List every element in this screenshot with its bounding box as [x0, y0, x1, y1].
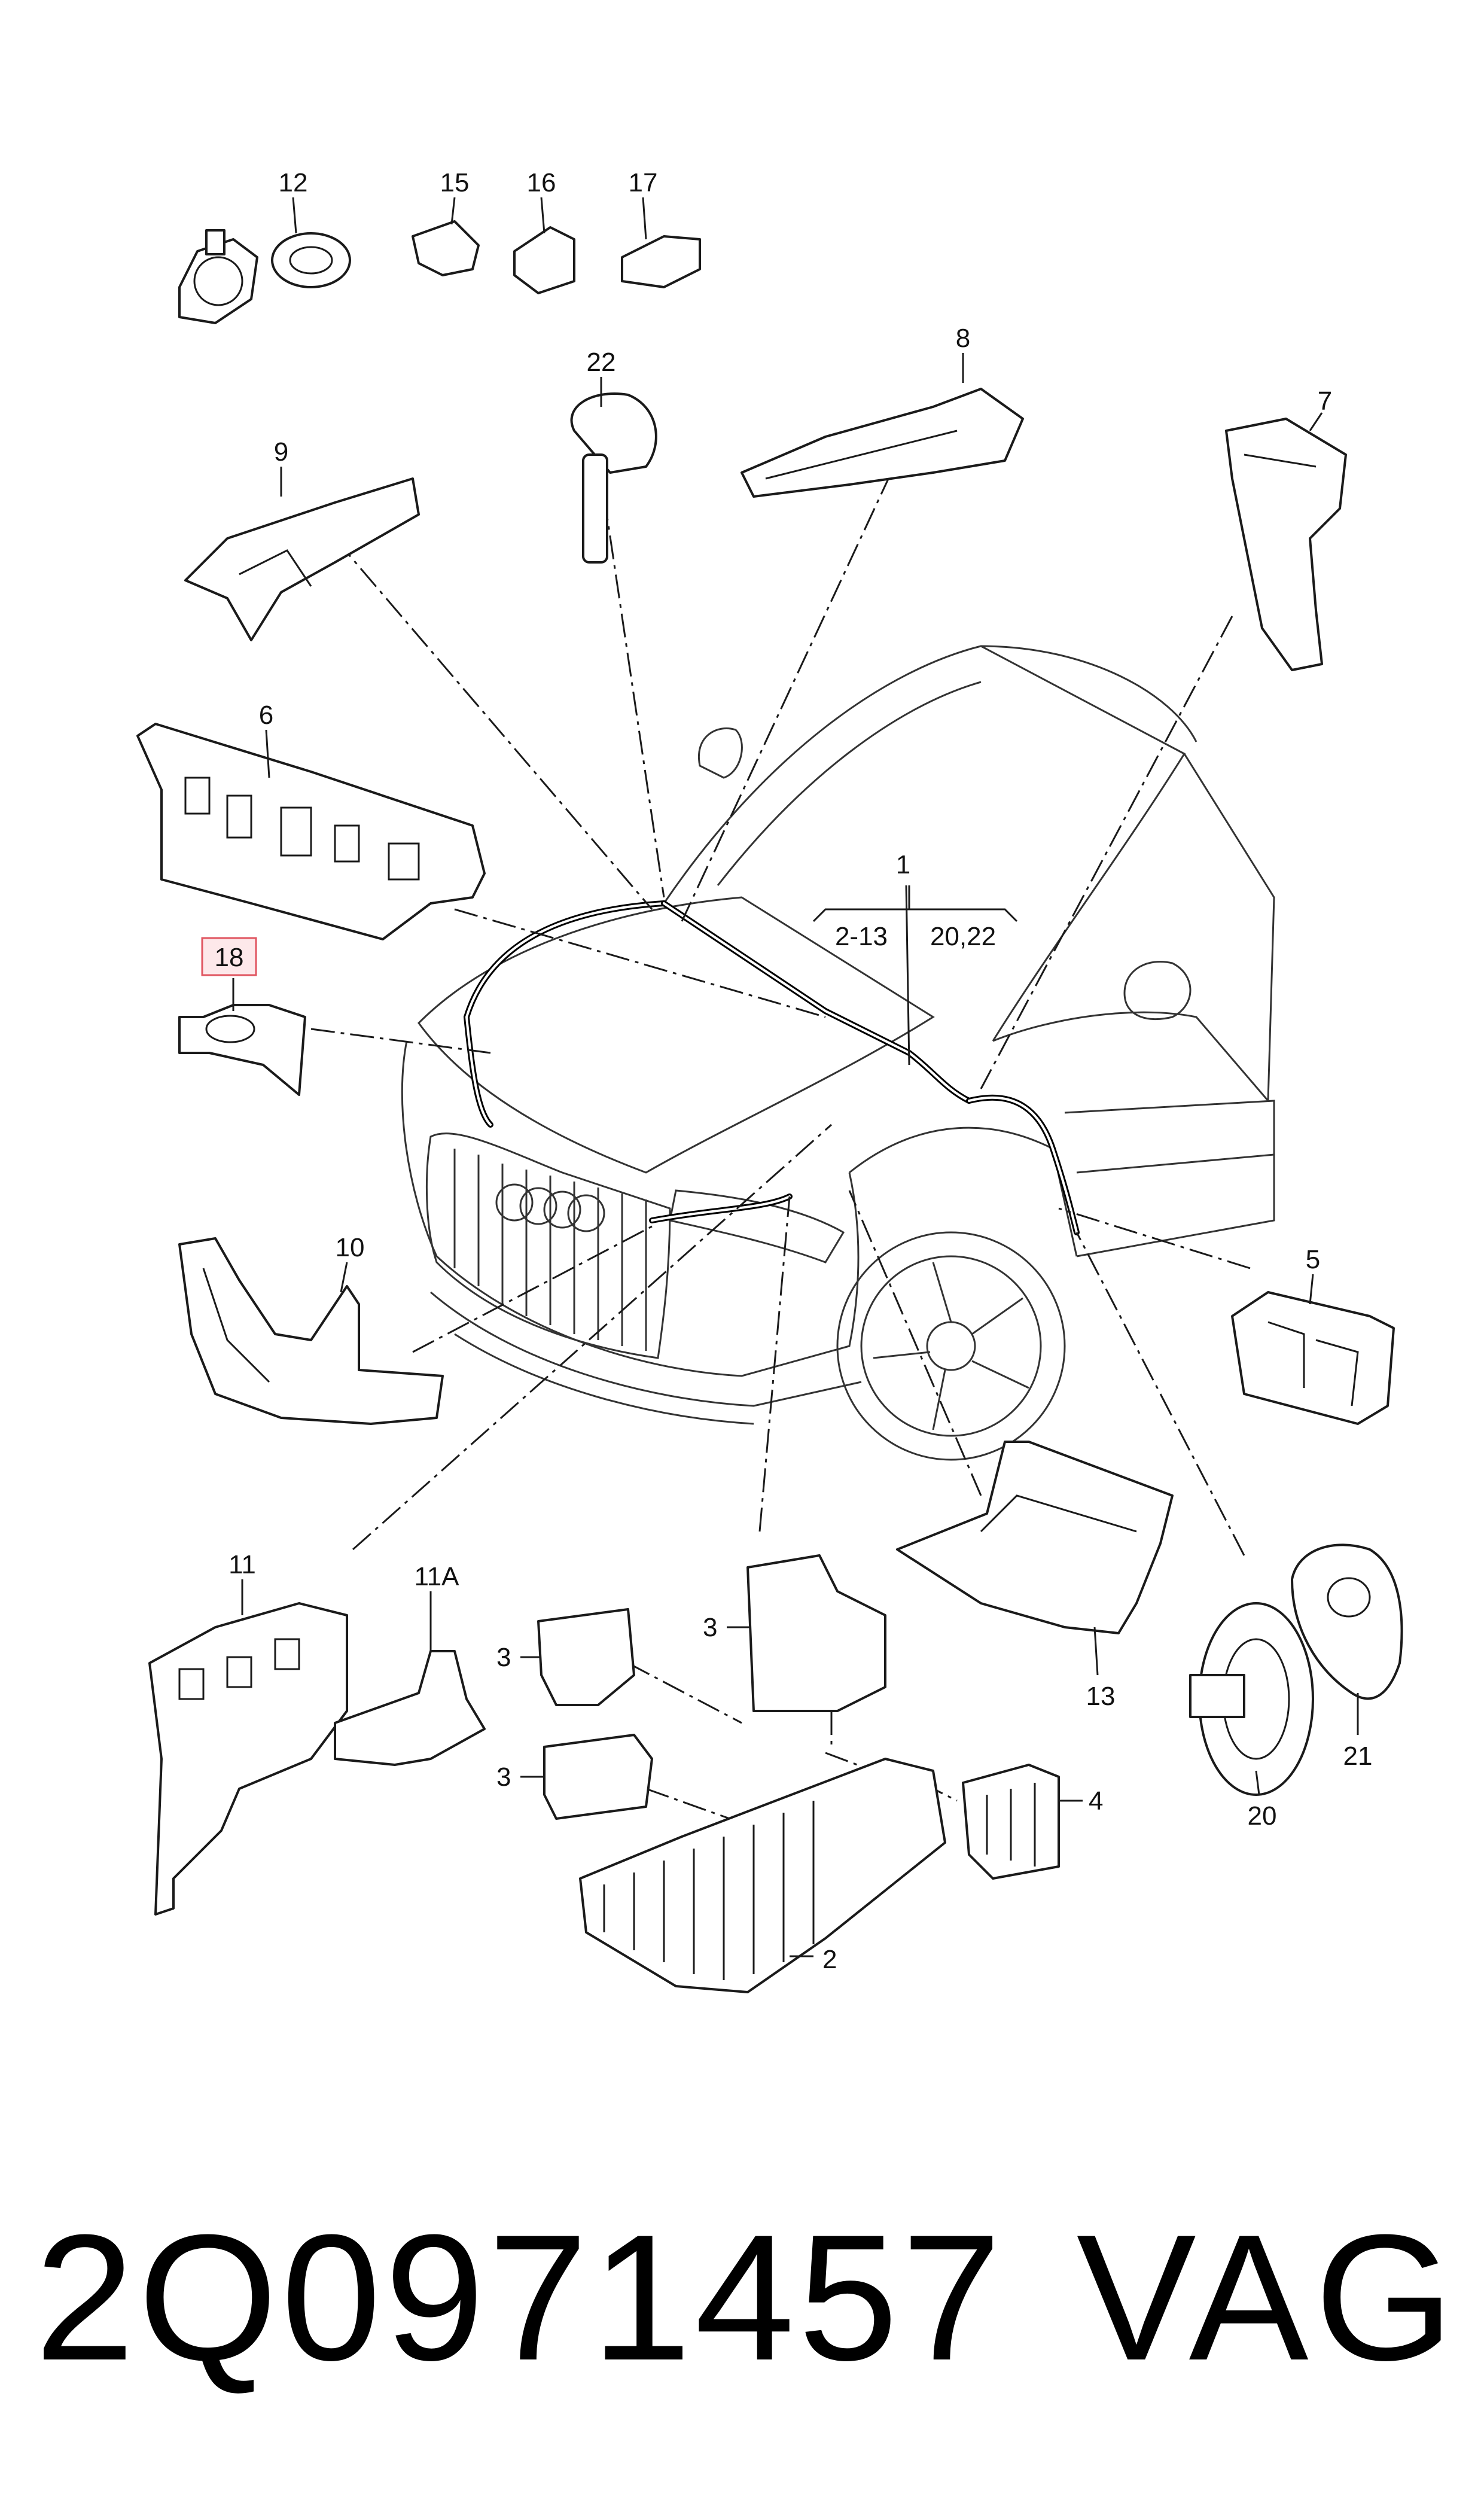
callout-1: 1 [896, 850, 910, 879]
part-15-clip [412, 197, 480, 276]
callout-20: 20 [1248, 1801, 1277, 1831]
callout-11a: 11A [414, 1562, 459, 1591]
callout-4: 4 [1089, 1786, 1103, 1816]
part-11-bracket [148, 1579, 348, 1916]
callout-18-highlight-box [201, 937, 257, 976]
part-18-cover [178, 978, 306, 1096]
part-10-housing [178, 1237, 444, 1425]
callout-16: 16 [527, 168, 556, 197]
callout-7: 7 [1318, 386, 1332, 416]
part-9-air-duct [184, 467, 420, 641]
brand-label: VAG [1076, 2197, 1460, 2398]
part-5-box [1231, 1274, 1395, 1425]
part-12-bulb-socket [178, 197, 351, 324]
callout-12: 12 [279, 168, 308, 197]
part-4-connector [962, 1764, 1083, 1880]
part-21-grommet [1291, 1543, 1403, 1735]
part-17-holder [621, 197, 701, 288]
part-3-relay-bottom [520, 1734, 653, 1820]
callout-2: 2 [822, 1945, 837, 1974]
part-2-fuse-box [579, 1758, 946, 1993]
part-13-cover-panel [896, 1441, 1174, 1676]
car-outline [401, 645, 1275, 1461]
part-11a-bracket [334, 1591, 486, 1766]
part-3-relay-top-left [520, 1608, 635, 1706]
callout-22: 22 [587, 348, 616, 377]
callout-5: 5 [1306, 1245, 1320, 1274]
brand-rings-logo [495, 1183, 605, 1232]
callout-11: 11 [228, 1550, 256, 1579]
part-7-duct [1225, 412, 1347, 671]
callout-3-c: 3 [496, 1762, 511, 1792]
callout-6: 6 [259, 701, 273, 730]
callout-3-a: 3 [496, 1643, 511, 1672]
part-3-relay-top-right [727, 1554, 886, 1712]
callout-17: 17 [629, 168, 658, 197]
callout-10: 10 [336, 1233, 365, 1262]
leader-lines [310, 472, 1251, 1820]
callout-21: 21 [1343, 1741, 1373, 1771]
part-20-grommet-socket [1189, 1602, 1314, 1796]
callout-1-range-b: 20,22 [930, 922, 996, 951]
part-22-connector [570, 377, 657, 564]
callout-3-b: 3 [703, 1613, 717, 1642]
callout-13: 13 [1086, 1682, 1116, 1711]
parts-diagram: 1 2-13 20,22 2 3 3 3 4 5 6 7 8 9 10 11 1… [136, 168, 1403, 1993]
part-16-bracket-clip [513, 197, 575, 294]
callout-labels: 1 2-13 20,22 2 3 3 3 4 5 6 7 8 9 10 11 1… [201, 168, 1373, 1974]
callout-1-bracket [812, 885, 1018, 1065]
callout-9: 9 [274, 437, 288, 467]
seal-strips [463, 900, 1080, 1235]
callout-1-range-a: 2-13 [835, 922, 888, 951]
part-8-cable-channel [741, 353, 1024, 498]
part-6-bracket [136, 723, 486, 940]
part-number-label: 2Q0971457 [35, 2197, 1005, 2398]
callout-8: 8 [956, 324, 970, 353]
callout-18: 18 [215, 943, 244, 972]
callout-15: 15 [440, 168, 470, 197]
